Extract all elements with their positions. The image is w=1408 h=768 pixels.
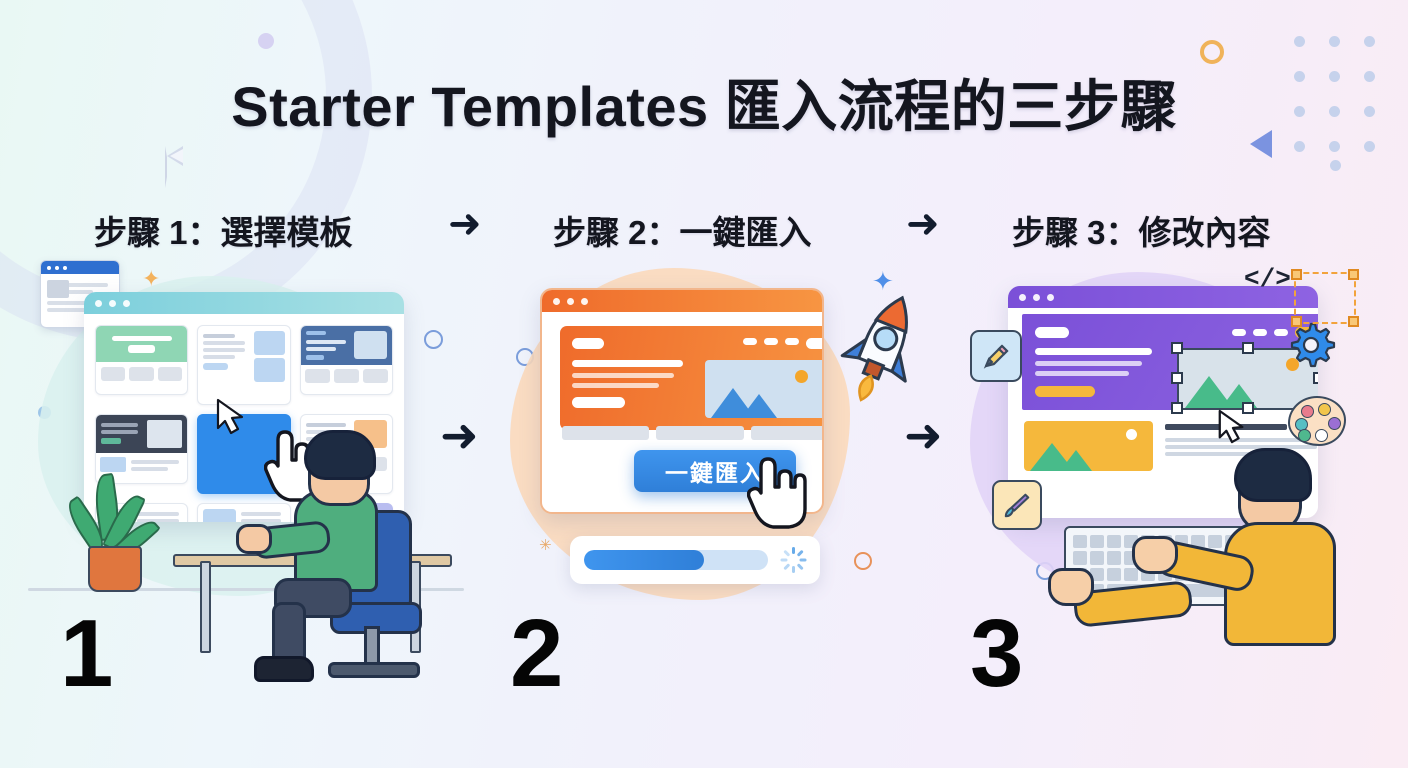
pencil-tool-icon[interactable] [970, 330, 1022, 382]
step-3-number: 3 [970, 600, 1024, 707]
step-1-number: 1 [60, 600, 114, 707]
window-titlebar [542, 290, 822, 312]
step-header-row: 步驟 1：選擇模板 ➜ 步驟 2：一鍵匯入 ➜ 步驟 3：修改內容 [0, 200, 1408, 256]
header-arrow-1-icon: ➜ [448, 202, 482, 246]
person-hair [1234, 448, 1312, 502]
selection-handle[interactable] [1171, 372, 1183, 384]
panel-step-1: 1 [28, 258, 468, 708]
window-dot-maximize [123, 299, 130, 307]
arrow-cursor-icon [1218, 409, 1244, 444]
decor-dot-grid [1294, 36, 1375, 152]
template-card[interactable] [299, 325, 393, 395]
paintbrush-tool-icon[interactable] [992, 480, 1042, 530]
template-card[interactable] [95, 325, 189, 395]
arrow-cursor-icon [216, 398, 244, 435]
decor-triangle-blue [1250, 130, 1272, 158]
hero-image-placeholder [705, 360, 822, 418]
window-titlebar [1008, 286, 1318, 308]
gear-icon[interactable] [1286, 320, 1336, 370]
editor-window[interactable] [1008, 286, 1318, 518]
hand-pointer-cursor-icon [747, 457, 807, 529]
office-chair-base [328, 662, 420, 678]
template-card[interactable] [197, 325, 291, 405]
window-dot-minimize [567, 297, 574, 305]
selection-handle[interactable] [1313, 372, 1318, 384]
window-dot-close [1019, 293, 1026, 301]
flow-arrow-2-icon: ➜ [904, 409, 943, 461]
template-grid [84, 314, 404, 522]
decor-dot-lavender [258, 33, 274, 49]
window-dot-maximize [1047, 293, 1054, 301]
plant [61, 472, 161, 594]
template-card[interactable] [95, 414, 189, 484]
person-typing [1048, 436, 1374, 686]
editor-hero-section [1022, 314, 1318, 414]
template-preview-hero [560, 326, 822, 430]
selection-handle[interactable] [1171, 402, 1183, 414]
content-image-thumb [1024, 421, 1153, 471]
floor-line [28, 588, 464, 591]
plant-pot [88, 546, 142, 592]
step-1-label: 步驟 1：選擇模板 [94, 214, 353, 251]
decor-ring-top-right [1200, 40, 1224, 64]
flow-arrow-1-icon: ➜ [440, 409, 479, 461]
step-3-label: 步驟 3：修改內容 [1012, 214, 1271, 251]
step-2-number: 2 [510, 600, 564, 707]
person-at-desk [236, 406, 446, 698]
palette-icon[interactable] [1288, 396, 1346, 446]
progress-fill [584, 550, 704, 570]
selection-handle[interactable] [1171, 342, 1183, 354]
panel-step-2: 一鍵匯入 [492, 258, 932, 708]
header-arrow-2-icon: ➜ [906, 202, 940, 246]
person-shoe [254, 656, 314, 682]
person-hand [236, 524, 272, 554]
import-progress-panel [570, 536, 820, 584]
progress-track [584, 550, 768, 570]
window-dot-minimize [1033, 293, 1040, 301]
template-card[interactable] [197, 503, 291, 522]
rocket-icon [840, 295, 908, 402]
loading-spinner-icon [780, 547, 806, 573]
code-tag-icon: </> [1244, 264, 1291, 294]
person-hand-left [1048, 568, 1094, 606]
window-dot-close [95, 299, 102, 307]
template-gallery-window[interactable] [84, 292, 404, 522]
selection-handle[interactable] [1242, 342, 1254, 354]
sparkle-icon: ✦ [872, 266, 894, 296]
window-dot-minimize [109, 299, 116, 307]
person-hand-right [1132, 536, 1178, 574]
step-2-label: 步驟 2：一鍵匯入 [553, 214, 812, 251]
decor-dot-grid-stray [1330, 160, 1341, 171]
decor-sparkle-small: ✳ [539, 537, 552, 554]
dashed-selection-box [1291, 269, 1359, 327]
decor-circle-blue-p1 [424, 330, 443, 349]
panel-step-3: </> 3 [956, 258, 1396, 708]
window-titlebar [84, 292, 404, 314]
window-dot-maximize [581, 297, 588, 305]
page-title: Starter Templates 匯入流程的三步驟 [231, 75, 1177, 138]
selection-handle[interactable] [1242, 402, 1254, 414]
decor-triangle-outline-left [165, 146, 185, 188]
decor-circle-orange-p2 [854, 552, 872, 570]
person-hair [304, 430, 376, 480]
desk-leg-left [200, 561, 211, 653]
window-dot-close [553, 297, 560, 305]
